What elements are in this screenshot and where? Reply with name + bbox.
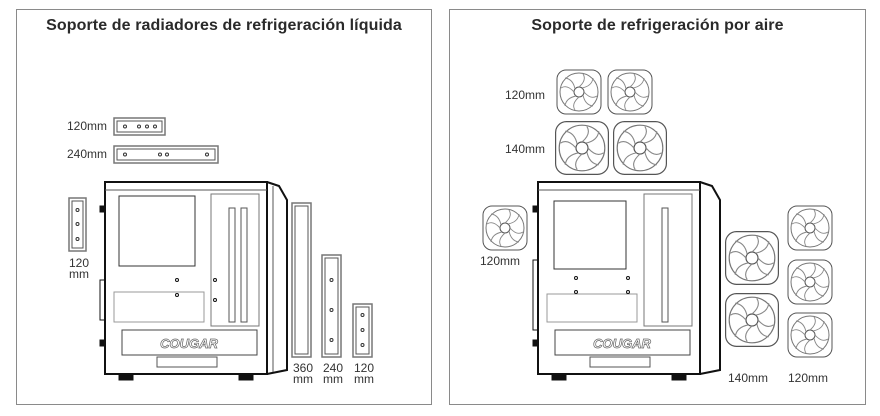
label-120-front: 120 xyxy=(354,361,375,375)
label-120mm-top: 120mm xyxy=(505,88,546,102)
radiator-120-rear xyxy=(68,197,87,252)
fan-front-120-1 xyxy=(787,205,833,251)
fan-top-140-2 xyxy=(612,120,668,175)
fan-rear-120 xyxy=(482,205,528,251)
fan-front-140-1 xyxy=(724,231,780,285)
label-240-front: 240 xyxy=(323,361,344,375)
label-120-front-unit: mm xyxy=(354,372,374,386)
cougar-logo: COUGAR xyxy=(160,336,218,351)
fan-top-120-1 xyxy=(556,69,602,115)
label-120-rear: 120 xyxy=(69,256,90,270)
cougar-logo: COUGAR xyxy=(593,336,651,351)
radiator-120-top xyxy=(113,117,166,136)
air-cooling-title: Soporte de refrigeración por aire xyxy=(531,17,784,34)
label-240mm-top: 240mm xyxy=(67,147,108,161)
fan-top-140-1 xyxy=(554,120,610,175)
label-360-front: 360 xyxy=(293,361,314,375)
pc-case-drawing xyxy=(532,181,721,381)
radiator-240-top xyxy=(113,145,219,164)
liquid-cooling-panel: Soporte de radiadores de refrigeración l… xyxy=(16,9,432,405)
radiator-120-front xyxy=(352,303,373,358)
fan-front-140-2 xyxy=(724,293,780,347)
air-cooling-diagram: COUGAR xyxy=(482,69,833,381)
label-140mm-front: 140mm xyxy=(728,371,769,385)
pc-case-drawing xyxy=(99,181,288,381)
radiator-360-front xyxy=(291,202,312,358)
air-cooling-panel: Soporte de refrigeración por aire xyxy=(449,9,866,405)
fan-front-120-3 xyxy=(787,312,833,358)
liquid-cooling-title: Soporte de radiadores de refrigeración l… xyxy=(46,17,402,34)
label-120mm-rear: 120mm xyxy=(480,254,521,268)
fan-front-120-2 xyxy=(787,259,833,305)
label-140mm-top: 140mm xyxy=(505,142,546,156)
label-240-front-unit: mm xyxy=(323,372,343,386)
label-120mm-front: 120mm xyxy=(788,371,829,385)
label-120mm-top: 120mm xyxy=(67,119,108,133)
label-120-rear-unit: mm xyxy=(69,267,89,281)
fan-top-120-2 xyxy=(607,69,653,115)
liquid-cooling-diagram: COUGAR xyxy=(68,117,373,381)
label-360-front-unit: mm xyxy=(293,372,313,386)
radiator-240-front xyxy=(321,254,342,358)
